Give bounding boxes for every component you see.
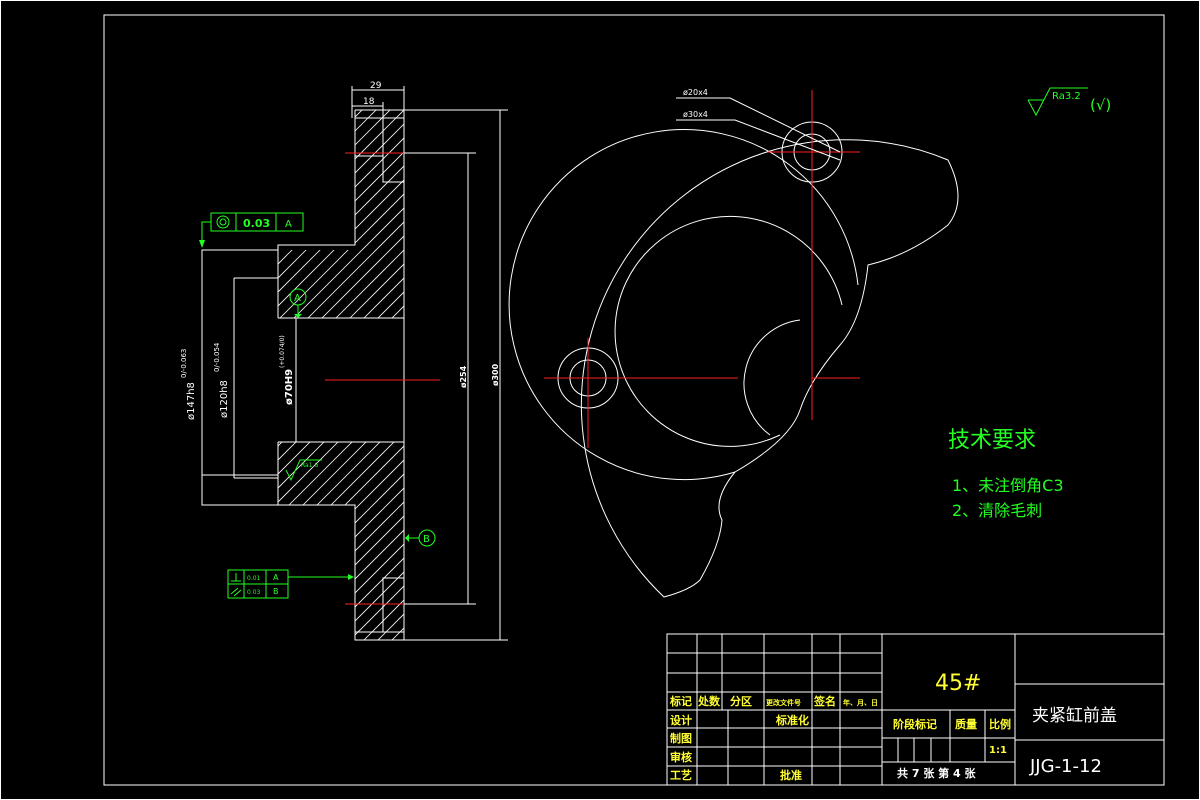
hatch-line [270,650,410,790]
svg-text:更改文件号: 更改文件号 [766,698,801,707]
gdt-perp-par-frame: 0.01 A 0.03 B [227,569,354,599]
gdt-concentricity-frame: 0.03 A [199,212,304,248]
dim-d120-tol: 0/-0.054 [213,342,221,372]
svg-text:(√): (√) [1090,96,1111,114]
dim-d70: ø70H9 [284,369,295,405]
dim-d70-tol: (+0.074/0) [279,335,286,368]
leader-hole30 [676,119,841,161]
title-block-texts: 标记 处数 分区 更改文件号 签名 年、月、日 设计 标准化 制图 审核 工艺 … [669,671,1117,782]
par-value: 0.03 [247,589,261,596]
hatch-line [278,110,404,133]
svg-text:Ra3.2: Ra3.2 [1052,91,1081,102]
hole-section-bottom-cb [354,603,384,633]
hatch-line [278,593,404,640]
boss-inner [743,319,801,436]
concentricity-icon [216,215,230,229]
front-view [508,90,959,598]
hatch-line [270,0,410,104]
svg-text:阶段标记: 阶段标记 [893,717,937,731]
conc-datum-ref: A [285,219,292,230]
hatch-line [278,187,404,329]
hatch-line [278,635,404,640]
svg-text:批准: 批准 [780,768,802,782]
hatch-line [278,215,404,357]
material: 45# [935,671,981,696]
hole-section-top-cb [354,117,384,157]
datum-b-symbol: B [405,529,436,547]
svg-text:年、月、日: 年、月、日 [843,698,878,707]
svg-text:制图: 制图 [670,731,692,745]
dimension-lines [201,86,508,641]
dim-d147: ø147h8 [186,382,197,420]
dim-d300: ø300 [491,363,500,386]
hole-section-top [382,117,405,183]
dim-d147-tol: 0/-0.063 [180,349,188,378]
roughness-general: Ra3.2 (√) [1027,87,1111,117]
parallelism-icon [230,587,239,595]
perp-value: 0.01 [247,575,261,582]
svg-text:B: B [423,534,430,545]
hatch-line [278,565,404,640]
part-name: 夹紧缸前盖 [1032,705,1117,726]
svg-text:质量: 质量 [955,717,977,731]
roughness-local: Ra1.6 [285,459,322,482]
hatch-line [278,523,404,640]
svg-text:A: A [294,293,301,304]
tech-req-item-1: 1、未注倒角C3 [952,476,1064,495]
hatch-line [278,110,404,119]
label-hole30: ø30x4 [683,110,708,119]
front-outline [580,139,959,598]
svg-text:签名: 签名 [813,694,836,708]
leader-hole20 [676,97,841,153]
hatch-line [278,551,404,640]
drawing-number: JJG-1-12 [1029,756,1102,777]
svg-text:设计: 设计 [670,713,692,727]
hatch-line [278,621,404,640]
section-view [201,0,440,790]
hatch-line [278,537,404,640]
svg-text:处数: 处数 [697,694,721,708]
svg-text:审核: 审核 [670,750,692,764]
conc-value: 0.03 [243,217,270,230]
hole-section-bottom [382,577,405,633]
scale-value: 1:1 [989,745,1007,756]
recess-left [201,250,278,506]
svg-text:Ra1.6: Ra1.6 [301,462,318,469]
title-block [666,633,1165,786]
svg-text:标记: 标记 [669,694,692,708]
hatch-line [278,579,404,640]
tech-req-title: 技术要求 [948,428,1036,453]
dim-18: 18 [363,97,375,107]
inner-frame [103,14,1165,786]
datum-a-symbol: A [289,288,307,318]
svg-text:工艺: 工艺 [670,768,692,782]
par-ref: B [273,587,279,596]
dim-d254: ø254 [459,365,468,388]
svg-text:比例: 比例 [989,717,1011,731]
svg-text:分区: 分区 [730,694,752,708]
dim-29: 29 [370,81,382,91]
perp-ref: A [273,573,279,582]
label-hole20: ø20x4 [683,88,708,97]
hatch-line [270,0,410,90]
dim-d120: ø120h8 [219,380,230,418]
tech-req-item-2: 2、清除毛刺 [952,501,1042,520]
sheet-count: 共 7 张 第 4 张 [897,766,976,780]
hatch-line [278,607,404,640]
boss-mid [614,215,843,447]
boss-outer [508,129,859,481]
svg-text:标准化: 标准化 [775,713,809,727]
